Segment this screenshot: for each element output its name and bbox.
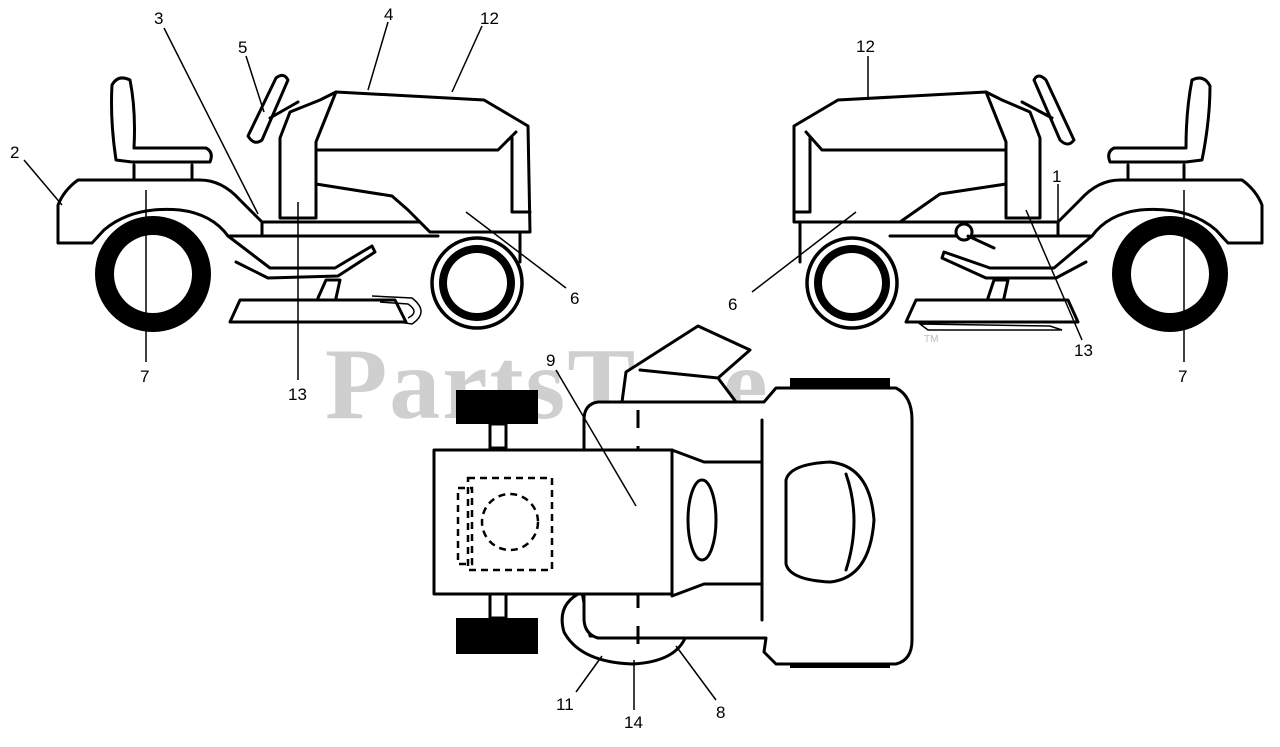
hood-top — [432, 448, 674, 596]
mower-deck — [228, 298, 408, 324]
front-wheel — [430, 236, 524, 330]
front-wheel — [805, 236, 899, 330]
steering-wheel — [246, 73, 290, 144]
steering-wheel — [1032, 74, 1076, 146]
callout-13-right: 13 — [1074, 341, 1093, 360]
callout-3-left: 3 — [154, 9, 163, 28]
tractor-left-side-view — [56, 73, 532, 332]
callout-6-left: 6 — [570, 289, 579, 308]
seat — [110, 76, 213, 164]
callout-14-top: 14 — [624, 713, 643, 732]
callout-7-right: 7 — [1178, 367, 1187, 386]
seat-top — [784, 460, 876, 584]
watermark-trademark: TM — [924, 334, 938, 345]
callout-8-top: 8 — [716, 703, 725, 722]
callout-2-left: 2 — [10, 143, 19, 162]
callout-12-right: 12 — [856, 37, 875, 56]
steering-top — [686, 478, 718, 562]
callout-1-right: 1 — [1052, 167, 1061, 186]
tractor-right-side-view — [792, 74, 1264, 332]
mower-deck — [904, 298, 1080, 324]
callout-12-left: 12 — [480, 9, 499, 28]
callout-labels: 2 3 4 5 12 6 7 13 12 1 6 13 7 9 11 14 8 — [10, 5, 1187, 732]
front-tire-bottom — [456, 618, 538, 654]
front-tire-top — [456, 390, 538, 424]
leader-lines — [23, 21, 1185, 710]
callout-6-right: 6 — [728, 295, 737, 314]
callout-13-left: 13 — [288, 385, 307, 404]
hood — [314, 90, 532, 234]
callout-9-top: 9 — [546, 351, 555, 370]
callout-7-left: 7 — [140, 367, 149, 386]
seat — [1107, 76, 1212, 164]
callout-4-left: 4 — [384, 5, 393, 24]
tractor-top-view — [432, 324, 914, 668]
callout-5-left: 5 — [238, 38, 247, 57]
hood — [792, 90, 1008, 224]
callout-11-top: 11 — [556, 695, 574, 714]
